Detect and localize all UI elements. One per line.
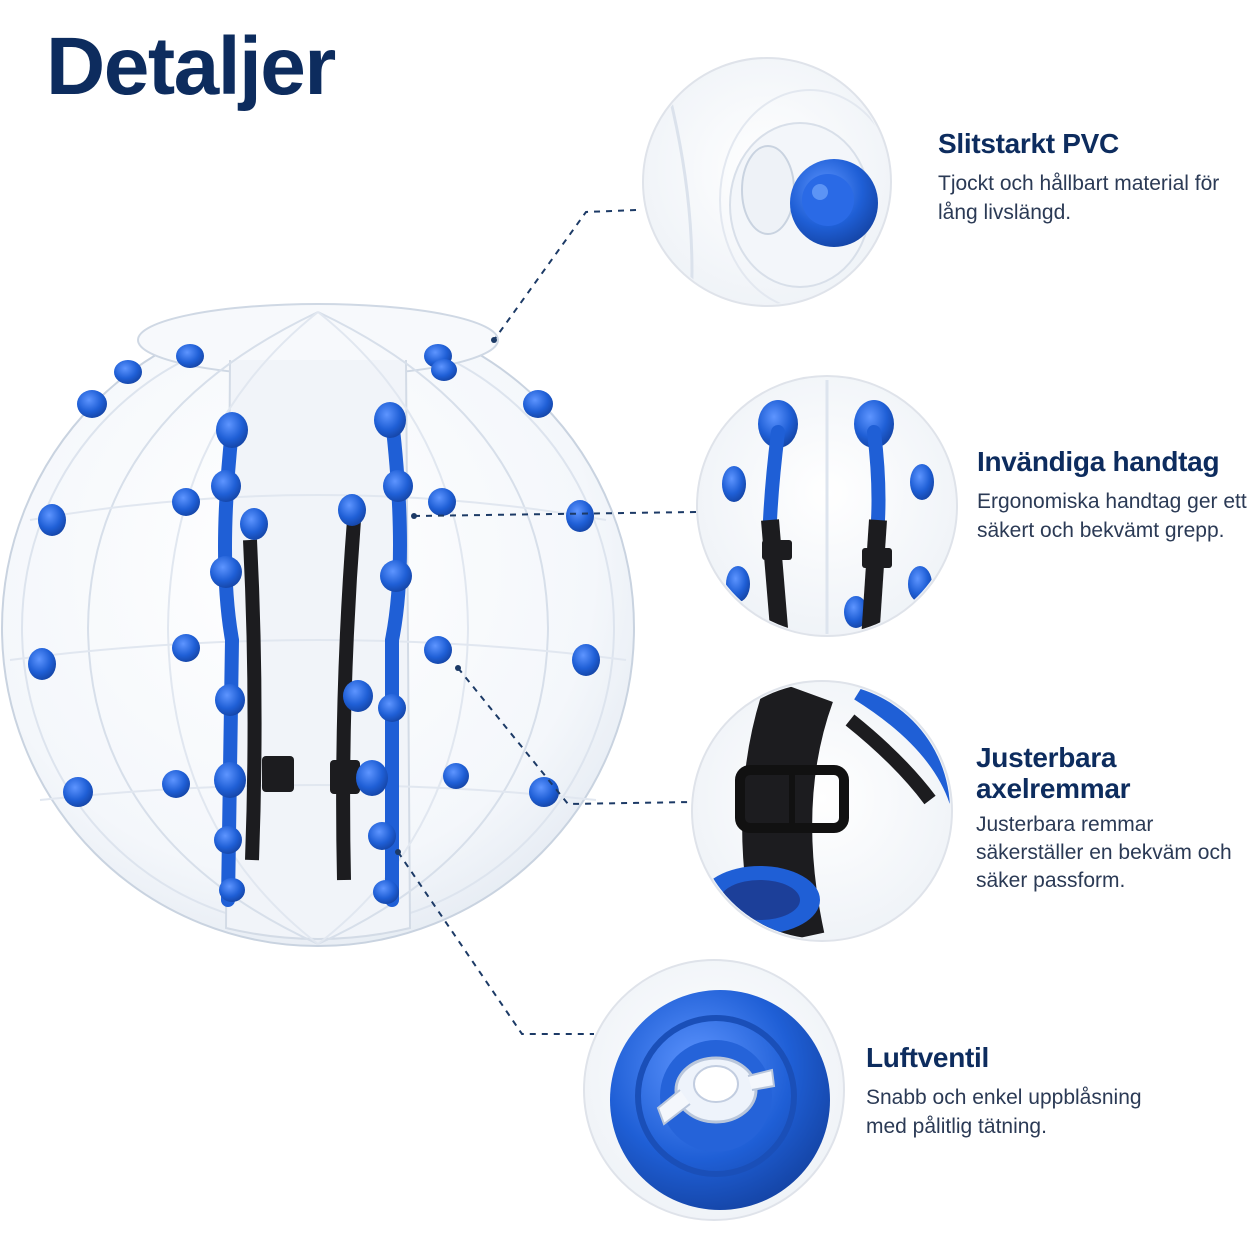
feature-handles: Invändiga handtag Ergonomiska handtag ge… (977, 446, 1247, 545)
connector-lines (397, 209, 697, 1035)
feature-description: Ergonomiska handtag ger ett säkert och b… (977, 490, 1247, 543)
feature-valve: Luftventil Snabb och enkel uppblåsning m… (866, 1042, 1146, 1141)
connector-dots (395, 337, 497, 855)
blue-stud-icon (28, 344, 600, 807)
feature-heading: Invändiga handtag (977, 446, 1220, 477)
detail-circle-pvc (642, 57, 892, 307)
feature-description: Justerbara remmar säkerställer en bekväm… (976, 812, 1232, 892)
feature-description: Tjockt och hållbart material för lång li… (938, 172, 1220, 225)
detail-circle-handles (696, 375, 958, 637)
bumper-ball (1, 303, 635, 947)
page-title: Detaljer (46, 21, 336, 112)
feature-heading: Slitstarkt PVC (938, 128, 1119, 159)
feature-straps: Justerbara axelremmar Justerbara remmar … (976, 742, 1236, 895)
detail-circle-strap (691, 680, 953, 942)
feature-pvc: Slitstarkt PVC Tjockt och hållbart mater… (938, 128, 1228, 227)
feature-heading: Luftventil (866, 1042, 989, 1073)
handle-strap-right (330, 402, 413, 907)
feature-heading: Justerbara axelremmar (976, 742, 1131, 805)
detail-circle-valve (583, 959, 845, 1221)
handle-strap-left (210, 412, 294, 907)
feature-description: Snabb och enkel uppblåsning med pålitlig… (866, 1086, 1142, 1139)
